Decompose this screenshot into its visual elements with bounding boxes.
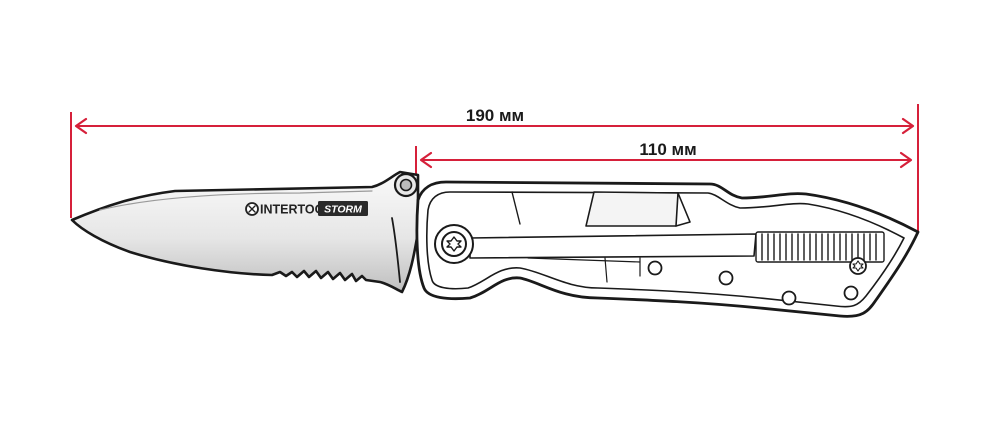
thumb-jimping [755,231,885,263]
knife-illustration: INTERTOOL STORM [70,170,920,318]
handle-screw-icon [718,270,734,286]
blade [70,170,420,294]
handle [415,180,920,318]
handle-clip-slot [585,191,679,227]
brand-logo-mark [248,205,256,213]
blade-body [70,170,420,294]
model-name: STORM [324,204,362,216]
lanyard-torx-icon [852,260,864,272]
blade-grind-line [99,190,373,211]
thumb-stud-inner [399,178,413,192]
handle-screw-icon [647,260,663,276]
handle-length-label: 110 мм [639,140,696,159]
liner-lock-bar [469,233,757,259]
arrowhead-left-icon [74,117,88,135]
brand-logo: INTERTOOL STORM [245,201,368,217]
liner-lock-line-2 [604,257,608,283]
liner-lock-line [527,257,641,263]
handle-detail-line [511,191,521,225]
handle-screw-icon [843,285,859,301]
handle-screw-icon [781,290,797,306]
handle-clip-slot-edge [675,192,691,227]
brand-name: INTERTOOL [260,203,332,217]
pivot-torx-icon [446,236,462,252]
dimension-overall: 190 мм [70,104,919,232]
dimension-handle: 110 мм [415,140,913,186]
arrowhead-right-icon [901,117,915,135]
arrowhead-handle-right-icon [899,151,913,169]
overall-length-label: 190 мм [466,106,524,125]
model-badge [318,201,368,216]
blade-ricasso [391,217,401,283]
arrowhead-handle-left-icon [419,151,433,169]
